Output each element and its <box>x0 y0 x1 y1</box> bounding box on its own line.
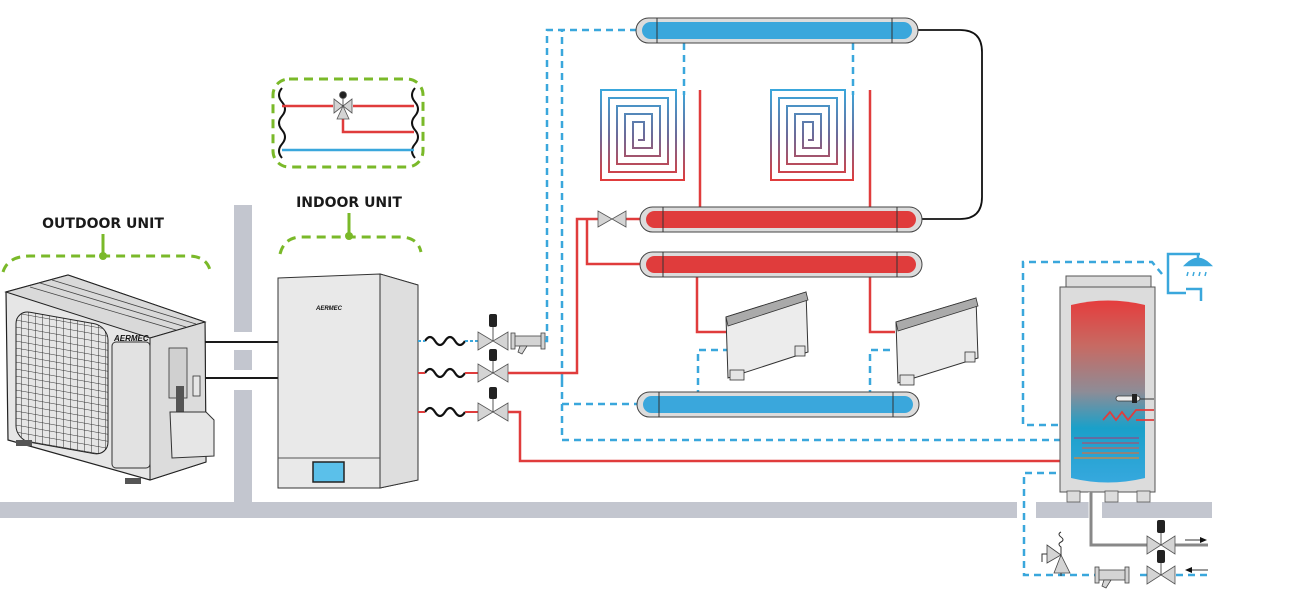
floor-slab-segment <box>1102 502 1212 518</box>
flex-hoses <box>424 335 466 418</box>
outdoor-brand-logo: AERMEC <box>113 334 149 343</box>
fan-coil-2[interactable] <box>895 297 979 386</box>
manifold-bypass-pipe <box>916 29 983 220</box>
building-structure <box>0 205 1212 518</box>
tank-sensor-icon <box>1115 394 1154 403</box>
dhw-tank[interactable] <box>1059 275 1156 503</box>
inflow-arrow-icon <box>1185 567 1208 573</box>
refrigerant-lines <box>205 341 278 379</box>
outdoor-unit-label: OUTDOOR UNIT <box>42 216 164 232</box>
fan-coil-1[interactable] <box>725 291 809 381</box>
balancing-valve[interactable] <box>597 210 627 228</box>
dhw-hot-outlet-valve[interactable] <box>1146 520 1176 555</box>
outdoor-unit-bracket <box>1 254 212 273</box>
shower-tap-icon <box>1166 252 1214 301</box>
wall-lower <box>234 390 252 504</box>
outdoor-fan-grille <box>15 311 109 455</box>
cold-water-inlet-valve[interactable] <box>1146 550 1176 585</box>
floor-slab <box>0 502 1017 518</box>
tank-coil <box>1074 437 1139 459</box>
shutoff-valve-dhw[interactable] <box>477 387 509 422</box>
radiant-loop-2[interactable] <box>770 88 871 181</box>
cold-return-piping <box>545 28 1210 577</box>
electric-heater-icon <box>1102 409 1154 422</box>
detail-bracket <box>271 77 425 169</box>
manifold-fancoil-return[interactable] <box>636 391 920 418</box>
outflow-arrow-icon <box>1185 537 1207 543</box>
shutoff-valve-supply[interactable] <box>477 349 509 383</box>
manifold-floor-return[interactable] <box>635 17 919 44</box>
indoor-unit-display[interactable] <box>312 461 345 483</box>
floor-slab-segment <box>1036 502 1089 518</box>
dhw-outlet-pipe <box>1089 492 1147 547</box>
inlet-y-strainer-icon[interactable] <box>1094 566 1130 589</box>
wall-upper <box>234 205 252 332</box>
radiant-loop-1[interactable] <box>600 88 701 181</box>
y-strainer-icon[interactable] <box>510 332 546 355</box>
wall-middle <box>234 350 252 370</box>
indoor-unit[interactable]: INDOOR UNIT AERMEC <box>277 195 423 489</box>
outdoor-unit[interactable]: OUTDOOR UNIT AERMEC <box>1 216 215 484</box>
manifold-fancoil-supply[interactable] <box>639 251 923 278</box>
safety-relief-valve-icon[interactable] <box>1041 531 1071 576</box>
three-way-valve-icon <box>333 91 353 120</box>
indoor-unit-label: INDOOR UNIT <box>296 195 402 211</box>
indoor-brand-logo: AERMEC <box>315 306 343 312</box>
manifold-floor-supply[interactable] <box>639 206 923 233</box>
shutoff-valve-return[interactable] <box>477 314 509 351</box>
three-way-valve-detail[interactable] <box>271 77 425 169</box>
